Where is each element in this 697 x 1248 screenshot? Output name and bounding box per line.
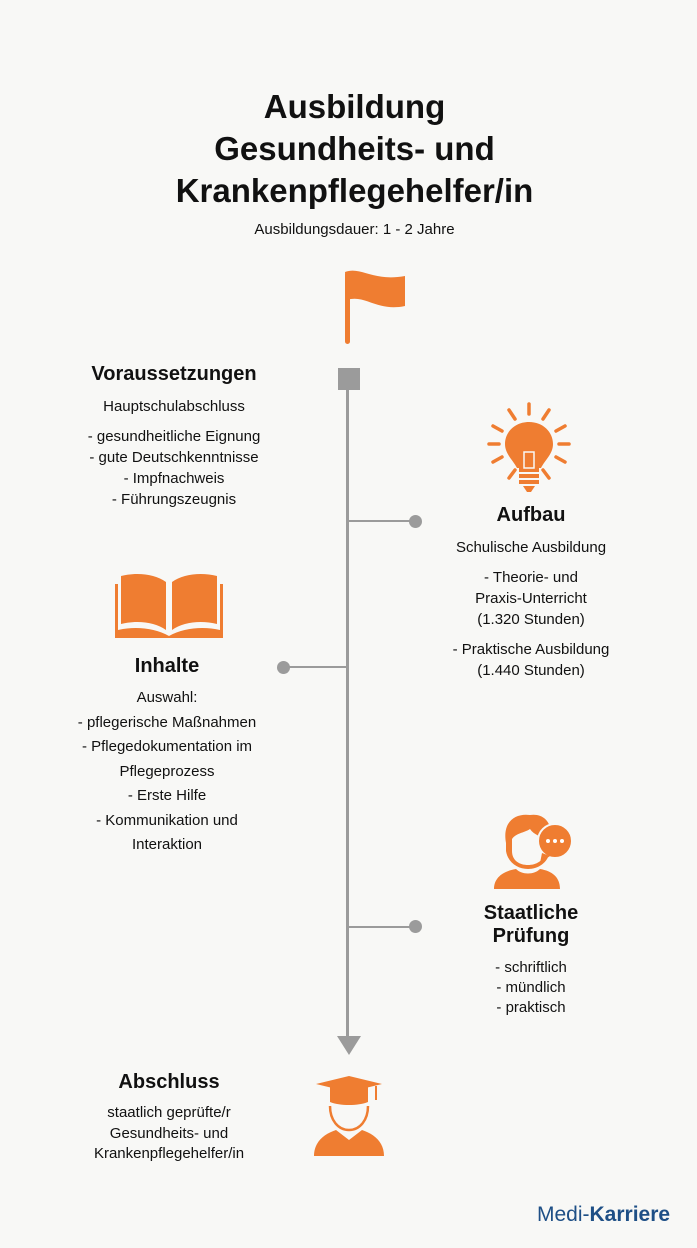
duration-subtitle: Ausbildungsdauer: 1 - 2 Jahre — [254, 221, 455, 238]
list-item: - mündlich — [496, 979, 566, 996]
list-item: - praktisch — [496, 999, 566, 1016]
list-item: (1.440 Stunden) — [477, 662, 585, 679]
section-title: Voraussetzungen — [91, 363, 257, 385]
book-icon — [115, 574, 223, 638]
branch-inhalte — [286, 666, 348, 668]
list-item: - Führungszeugnis — [111, 491, 237, 508]
list-item: (1.320 Stunden) — [477, 611, 585, 628]
list-item: - Erste Hilfe — [127, 787, 207, 804]
logo-part: Karriere — [589, 1203, 671, 1226]
section-inhalte: Inhalte Auswahl: - pflegerische Maßnahme… — [37, 655, 297, 858]
list-item: - gesundheitliche Eignung — [87, 428, 261, 445]
timeline-line — [346, 389, 349, 1039]
page-title: Ausbildung Gesundheits- und Krankenpfleg… — [0, 86, 697, 212]
list-item: - gute Deutschkenntnisse — [89, 449, 259, 466]
title-line: Ausbildung — [263, 88, 446, 125]
section-voraussetzungen: Voraussetzungen Hauptschulabschluss - ge… — [54, 363, 294, 510]
section-intro: Auswahl: — [136, 689, 198, 706]
branch-dot — [277, 661, 290, 674]
list-item: Praxis-Unterricht — [475, 590, 587, 607]
list-item: - pflegerische Maßnahmen — [77, 713, 257, 731]
list-item: - Kommunikation und — [96, 811, 238, 829]
section-title: Inhalte — [134, 655, 200, 677]
list-item: Gesundheits- und — [109, 1124, 229, 1142]
graduate-icon — [314, 1076, 384, 1156]
branch-dot — [409, 515, 422, 528]
list-item: Krankenpflegehelfer/in — [93, 1145, 245, 1162]
list-item: - Theorie- und — [484, 569, 578, 586]
section-intro: Schulische Ausbildung — [455, 539, 607, 556]
list-item: - Impfnachweis — [123, 470, 225, 487]
branch-pruefung — [348, 926, 412, 928]
branch-dot — [409, 920, 422, 933]
section-pruefung: Staatliche Prüfung - schriftlich - mündl… — [411, 902, 651, 1018]
timeline-start-marker — [338, 368, 360, 390]
list-item: Interaktion — [131, 836, 203, 853]
section-intro: Hauptschulabschluss — [103, 398, 245, 415]
branch-aufbau — [348, 520, 412, 522]
section-title: Aufbau — [496, 504, 566, 526]
section-title: Staatliche — [483, 902, 579, 924]
title-line: Gesundheits- und — [214, 130, 495, 167]
section-abschluss: Abschluss staatlich geprüfte/r Gesundhei… — [49, 1071, 289, 1165]
flag-icon — [345, 270, 405, 344]
list-item: - Pflegedokumentation im — [81, 738, 253, 755]
logo-part: Medi- — [537, 1203, 590, 1226]
arrow-down-icon — [337, 1036, 361, 1055]
section-title: Abschluss — [118, 1071, 220, 1093]
lightbulb-icon — [487, 402, 571, 492]
person-speech-icon — [494, 814, 573, 889]
list-item: staatlich geprüfte/r — [107, 1104, 231, 1121]
list-item: Pflegeprozess — [119, 762, 215, 780]
list-item: - Praktische Ausbildung — [452, 641, 610, 658]
section-aufbau: Aufbau Schulische Ausbildung - Theorie- … — [411, 504, 651, 681]
medi-karriere-logo: Medi-Karriere — [537, 1203, 670, 1227]
list-item: - schriftlich — [495, 959, 567, 976]
section-title: Prüfung — [492, 925, 570, 947]
title-line: Krankenpflegehelfer/in — [175, 172, 534, 209]
